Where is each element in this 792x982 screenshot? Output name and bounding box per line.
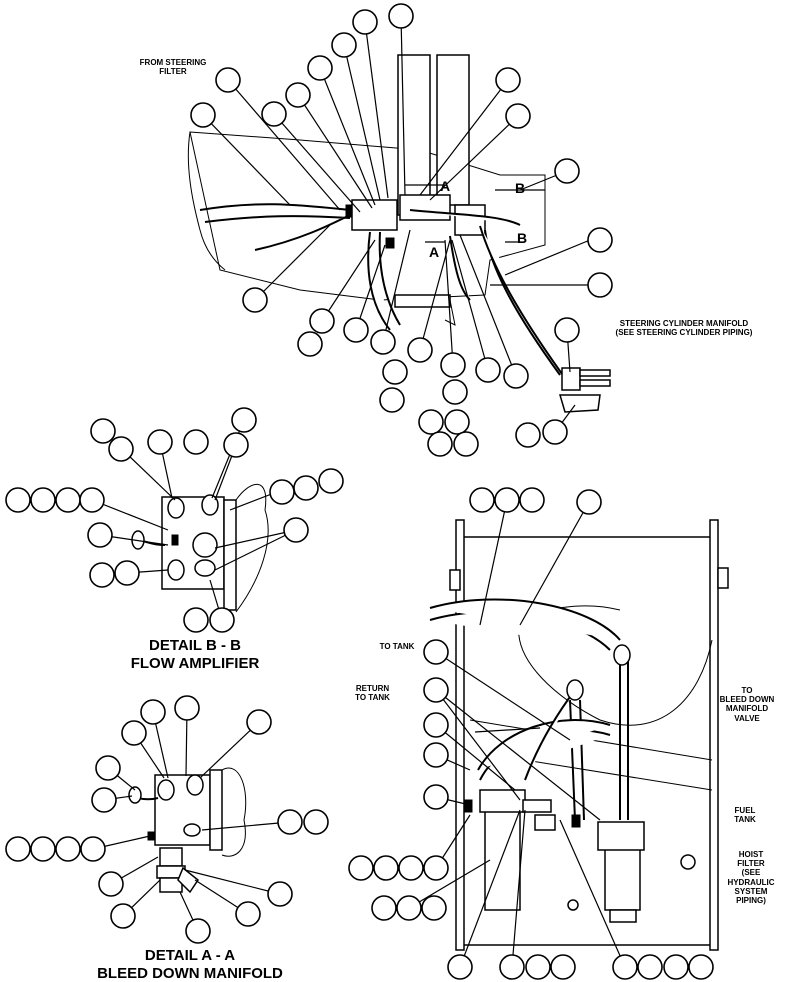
label-fuel-tank: FUEL TANK [734, 806, 756, 825]
label-steering-cylinder-manifold: STEERING CYLINDER MANIFOLD (SEE STEERING… [615, 319, 753, 338]
detail-b-b-flow-amplifier [91, 419, 297, 621]
section-a-marker-top: A [439, 178, 451, 194]
label-hoist-filter: HOIST FILTER (SEE HYDRAULIC SYSTEM PIPIN… [727, 850, 775, 905]
label-from-steering-filter: FROM STEERING FILTER [139, 58, 207, 77]
section-a-marker-bottom: A [428, 244, 440, 260]
callout-circles-detail-a [5, 695, 329, 944]
label-return-to-tank: RETURN TO TANK [355, 684, 390, 703]
callout-circles-detail-b [5, 407, 344, 633]
detail-a-a-bleed-down-manifold [92, 707, 291, 932]
callout-circles-top [190, 3, 613, 457]
label-to-bleed-down-manifold-valve: TO BLEED DOWN MANIFOLD VALVE [719, 686, 775, 723]
detail-b-b-subtitle: FLOW AMPLIFIER [130, 655, 260, 672]
section-b-marker-bottom: B [516, 230, 528, 246]
fuel-tank-assembly [429, 519, 729, 951]
callout-circles-tank [348, 487, 714, 980]
detail-b-b-title: DETAIL B - B [149, 637, 241, 654]
detail-a-a-subtitle: BLEED DOWN MANIFOLD [97, 965, 283, 982]
detail-a-a-title: DETAIL A - A [144, 947, 236, 964]
steering-piping-assembly [187, 54, 611, 413]
callout-leaders-top [202, 15, 576, 433]
label-to-tank: TO TANK [379, 642, 415, 651]
section-b-marker-top: B [514, 180, 526, 196]
